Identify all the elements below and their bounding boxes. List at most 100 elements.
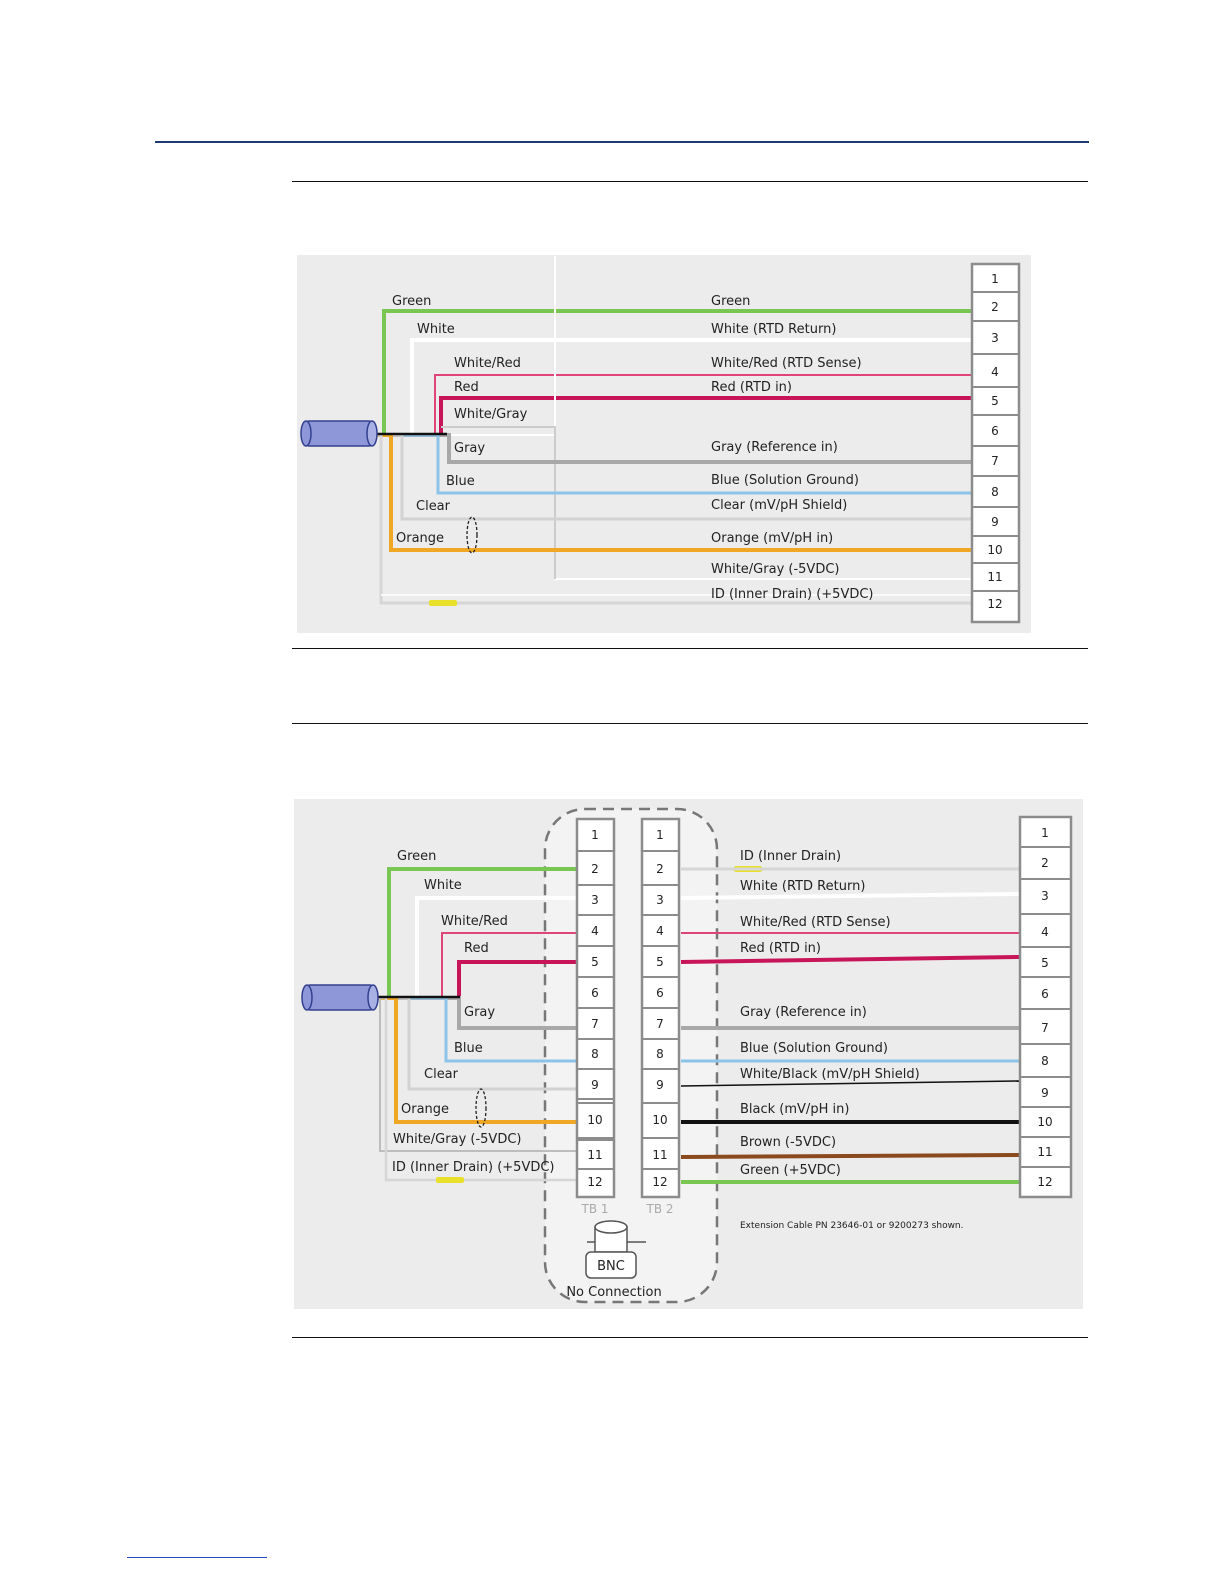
bnc-connector-icon <box>585 1220 646 1279</box>
right-label-inner-drain: ID (Inner Drain) (+5VDC) <box>711 587 874 602</box>
left-label-white-red: White/Red <box>454 356 521 371</box>
left-label-red: Red <box>454 380 479 395</box>
tb1-terminal-1: 1 <box>591 828 599 842</box>
footer-link-rule <box>127 1557 267 1558</box>
terminal-11: 11 <box>987 570 1002 584</box>
diagram1-background <box>297 255 1031 633</box>
shield-ellipse-icon <box>466 516 478 554</box>
junction-box-outline <box>543 807 719 1304</box>
sensor-terminal-12: 12 <box>1037 1175 1052 1189</box>
sensor-terminal-8: 8 <box>1041 1054 1049 1068</box>
left2-label-white: White <box>424 878 462 893</box>
sensor-terminal-1: 1 <box>1041 826 1049 840</box>
tb1-terminal-10: 10 <box>587 1113 602 1127</box>
tb1-terminal-7: 7 <box>591 1017 599 1031</box>
left2-label-blue: Blue <box>454 1041 483 1056</box>
tb2-terminal-8: 8 <box>656 1047 664 1061</box>
tb1-terminal-4: 4 <box>591 924 599 938</box>
no-connection-label: No Connection <box>566 1285 661 1300</box>
left2-label-clear: Clear <box>424 1067 459 1082</box>
tb1-terminal-12: 12 <box>587 1175 602 1189</box>
tb2-terminal-7: 7 <box>656 1017 664 1031</box>
right2-label-green: Green (+5VDC) <box>740 1163 841 1178</box>
wire2r-brown <box>680 1153 1021 1159</box>
wire-white-gray-edge <box>441 426 556 579</box>
terminal-block-tb1: 1 2 3 4 5 6 7 8 9 10 11 12 <box>575 817 616 1199</box>
sensor-terminal-11: 11 <box>1037 1145 1052 1159</box>
left-label-white: White <box>417 322 455 337</box>
right-label-clear: Clear (mV/pH Shield) <box>711 498 847 513</box>
right2-label-white: White (RTD Return) <box>740 879 865 894</box>
right2-label-red: Red (RTD in) <box>740 941 821 956</box>
right-label-gray: Gray (Reference in) <box>711 440 838 455</box>
left2-label-white-gray: White/Gray (-5VDC) <box>393 1132 521 1147</box>
right-label-orange: Orange (mV/pH in) <box>711 531 833 546</box>
terminal-6: 6 <box>991 424 999 438</box>
terminal-block-1: 1 2 3 4 5 6 7 8 9 10 11 12 <box>970 262 1021 624</box>
tb2-terminal-12: 12 <box>652 1175 667 1189</box>
tb2-terminal-11: 11 <box>652 1148 667 1162</box>
terminal-8: 8 <box>991 485 999 499</box>
tb2-terminal-10: 10 <box>652 1113 667 1127</box>
left2-label-inner-drain: ID (Inner Drain) (+5VDC) <box>392 1160 555 1175</box>
wiring-diagram-1: Green White White/Red Red White/Gray Gra… <box>297 255 1031 633</box>
right-label-white: White (RTD Return) <box>711 322 836 337</box>
tb1-terminal-11: 11 <box>587 1148 602 1162</box>
left-label-green: Green <box>392 294 431 309</box>
wire-white-gray <box>375 256 972 580</box>
right-label-red: Red (RTD in) <box>711 380 792 395</box>
wire2r-white <box>680 892 1021 900</box>
right-label-white-gray: White/Gray (-5VDC) <box>711 562 839 577</box>
right2-label-inner-drain: ID (Inner Drain) <box>740 849 841 864</box>
sensor-cable2-icon <box>301 984 379 1011</box>
terminal-block-sensor: 1 2 3 4 5 6 7 8 9 10 11 12 <box>1018 815 1073 1199</box>
terminal-12: 12 <box>987 597 1002 611</box>
right2-label-brown: Brown (-5VDC) <box>740 1135 836 1150</box>
right2-label-black: Black (mV/pH in) <box>740 1102 849 1117</box>
header-rule <box>155 141 1089 143</box>
left-label-white-gray: White/Gray <box>454 407 528 422</box>
sensor-terminal-5: 5 <box>1041 956 1049 970</box>
tb2-terminal-1: 1 <box>656 828 664 842</box>
left-label-blue: Blue <box>446 474 475 489</box>
sensor-terminal-6: 6 <box>1041 987 1049 1001</box>
right2-label-white-black: White/Black (mV/pH Shield) <box>740 1067 920 1082</box>
right-label-blue: Blue (Solution Ground) <box>711 473 859 488</box>
tb1-terminal-5: 5 <box>591 955 599 969</box>
tb2-terminal-9: 9 <box>656 1078 664 1092</box>
tb1-terminal-2: 2 <box>591 862 599 876</box>
tb1-terminal-9: 9 <box>591 1078 599 1092</box>
shield2-ellipse-icon <box>475 1088 487 1128</box>
left2-label-white-red: White/Red <box>441 914 508 929</box>
tb2-terminal-4: 4 <box>656 924 664 938</box>
tb1-terminal-3: 3 <box>591 893 599 907</box>
right2-label-white-red: White/Red (RTD Sense) <box>740 915 891 930</box>
sensor-terminal-10: 10 <box>1037 1115 1052 1129</box>
wiring-diagram-2: 1 2 3 4 5 6 7 8 9 10 11 12 TB 1 1 2 3 <box>294 799 1083 1309</box>
bnc-label: BNC <box>597 1259 625 1274</box>
left2-label-green: Green <box>397 849 436 864</box>
right2-label-gray: Gray (Reference in) <box>740 1005 867 1020</box>
terminal-5: 5 <box>991 394 999 408</box>
terminal-10: 10 <box>987 543 1002 557</box>
right-label-white-red: White/Red (RTD Sense) <box>711 356 862 371</box>
wire2r-red <box>680 955 1021 964</box>
terminal-9: 9 <box>991 515 999 529</box>
id2-marker-left-icon <box>436 1177 464 1183</box>
wire2r-white-black <box>680 1080 1021 1087</box>
sensor-terminal-4: 4 <box>1041 925 1049 939</box>
sensor-terminal-2: 2 <box>1041 856 1049 870</box>
terminal-3: 3 <box>991 331 999 345</box>
tb2-terminal-2: 2 <box>656 862 664 876</box>
tb2-terminal-3: 3 <box>656 893 664 907</box>
left2-label-red: Red <box>464 941 489 956</box>
left-label-orange: Orange <box>396 531 444 546</box>
tb2-terminal-5: 5 <box>656 955 664 969</box>
sensor-terminal-3: 3 <box>1041 889 1049 903</box>
id-marker-icon <box>429 600 457 606</box>
tb1-label: TB 1 <box>580 1202 608 1216</box>
tb2-label: TB 2 <box>645 1202 673 1216</box>
figure1-top-rule <box>292 181 1088 182</box>
left-label-gray: Gray <box>454 441 485 456</box>
terminal-1: 1 <box>991 272 999 286</box>
